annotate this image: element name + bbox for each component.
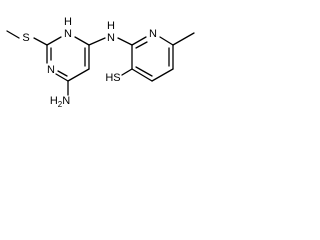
bond-c6py-methyl [172, 32, 195, 46]
thiol-label: HS [105, 72, 120, 84]
amino-h-label: H [50, 95, 58, 107]
pyridine-n-label: N [149, 28, 157, 40]
bond-c4py-c3py-double [135, 66, 153, 77]
amino-subscript-label: 2 [58, 100, 63, 109]
bond-methyl-s [6, 30, 20, 39]
bond-nh-c2py [117, 37, 133, 46]
bond-c6-n1 [55, 73, 69, 82]
bond-c3py-sh [121, 68, 133, 76]
bond-c2py-n [131, 36, 147, 46]
bond-c5py-c4py [151, 68, 174, 82]
bond-c6-n1-double [57, 70, 68, 77]
bond-n-c6py [159, 36, 174, 46]
chemical-structure: S N H N H N N H2N HS [6, 16, 195, 109]
bond-c4py-c3py [131, 68, 153, 82]
bond-s-c2 [33, 37, 48, 46]
linker-nh-h-label: H [107, 20, 115, 32]
bond-c4-nh [88, 37, 106, 46]
linker-nh-n-label: N [107, 32, 115, 44]
pyrimidine-nh-h-label: H [64, 16, 72, 28]
amino-label: H2N [50, 95, 70, 109]
pyrimidine-n-upper-label: N [64, 28, 72, 40]
bond-c2-n3 [46, 36, 62, 46]
amino-n-label: N [62, 95, 70, 107]
bond-c2py-n-double [135, 41, 148, 49]
pyrimidine-n-lower-label: N [47, 64, 55, 76]
bond-n3-c4 [74, 36, 90, 46]
methylthio-s-label: S [22, 32, 29, 44]
bond-c5-c6 [67, 68, 90, 82]
